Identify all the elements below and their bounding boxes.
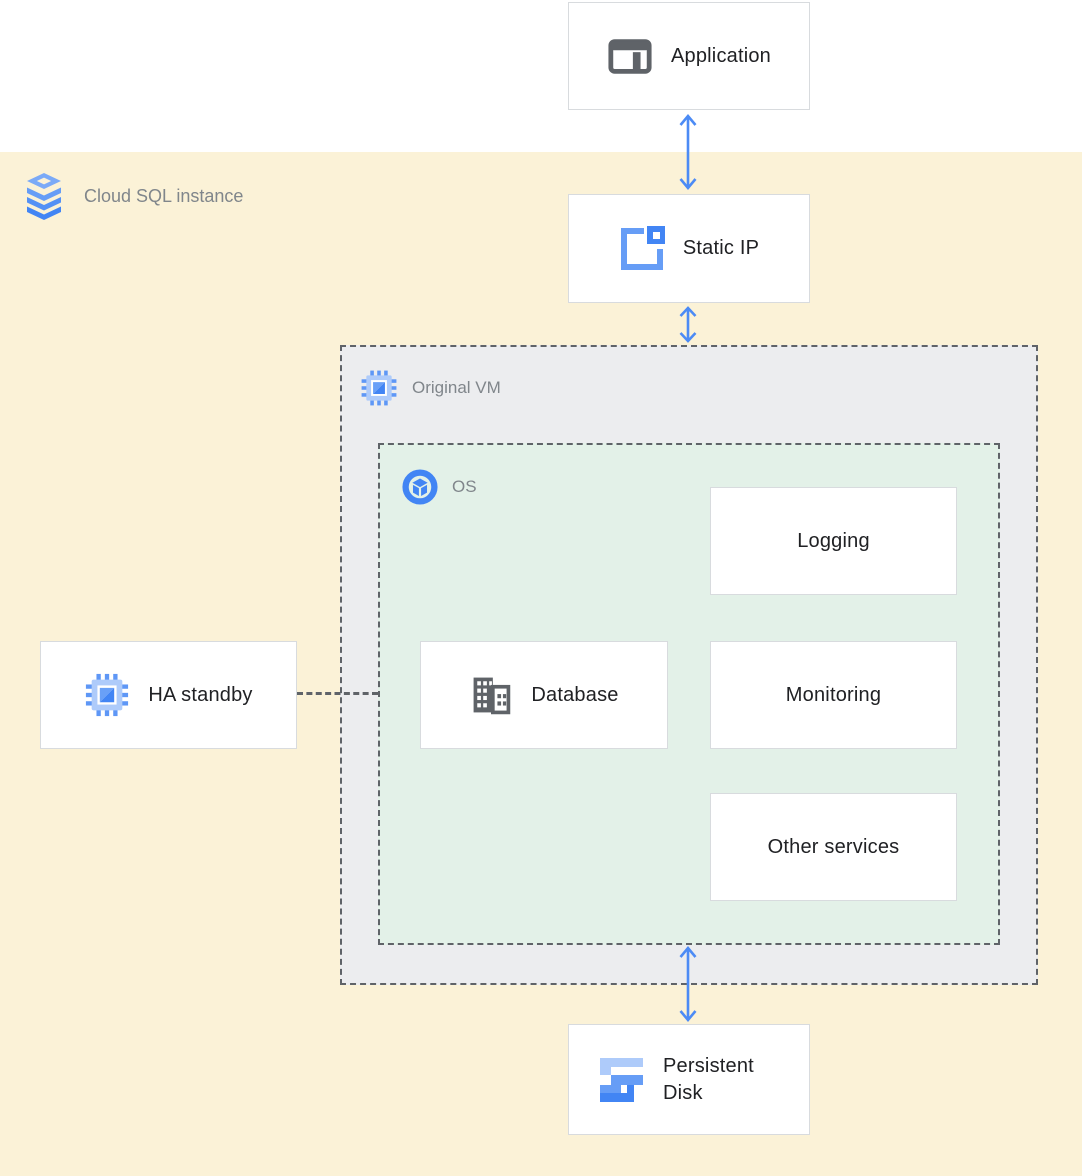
cloud-sql-region-label: Cloud SQL instance — [24, 172, 243, 220]
persistent-disk-node: Persistent Disk — [568, 1024, 810, 1135]
arrow-os-persistentdisk — [676, 944, 700, 1024]
application-window-icon — [607, 33, 653, 79]
database-building-icon — [469, 673, 513, 717]
os-icon — [402, 469, 438, 505]
database-label: Database — [531, 683, 619, 706]
external-ip-icon — [619, 225, 665, 272]
arrow-application-staticip — [676, 112, 700, 192]
os-region-label: OS — [402, 469, 477, 505]
application-node: Application — [568, 2, 810, 110]
os-label: OS — [452, 477, 477, 496]
dashed-connector-ha-vm — [297, 692, 378, 695]
monitoring-node: Monitoring — [710, 641, 957, 749]
ha-standby-label: HA standby — [148, 683, 253, 706]
static-ip-node: Static IP — [568, 194, 810, 303]
cloud-sql-label: Cloud SQL instance — [84, 185, 244, 206]
os-region: OS Logging — [378, 443, 1000, 945]
ha-standby-node: HA standby — [40, 641, 297, 749]
arrow-staticip-vm — [676, 305, 700, 344]
static-ip-label: Static IP — [682, 237, 760, 259]
cloud-sql-icon — [24, 172, 64, 220]
original-vm-region: Original VM OS Logging — [340, 345, 1038, 985]
logging-node: Logging — [710, 487, 957, 595]
logging-label: Logging — [797, 529, 870, 552]
other-services-label: Other services — [767, 835, 900, 858]
persistent-disk-label: Persistent Disk — [663, 1054, 754, 1104]
top-white-band — [0, 0, 1082, 152]
database-node: Database — [420, 641, 668, 749]
other-services-node: Other services — [710, 793, 957, 901]
original-vm-label: Original VM — [412, 378, 501, 397]
compute-engine-icon — [360, 369, 398, 407]
compute-engine-icon — [84, 672, 130, 718]
original-vm-region-label: Original VM — [360, 369, 501, 407]
monitoring-label: Monitoring — [785, 683, 882, 706]
persistent-disk-icon — [597, 1056, 645, 1104]
application-label: Application — [670, 44, 772, 67]
